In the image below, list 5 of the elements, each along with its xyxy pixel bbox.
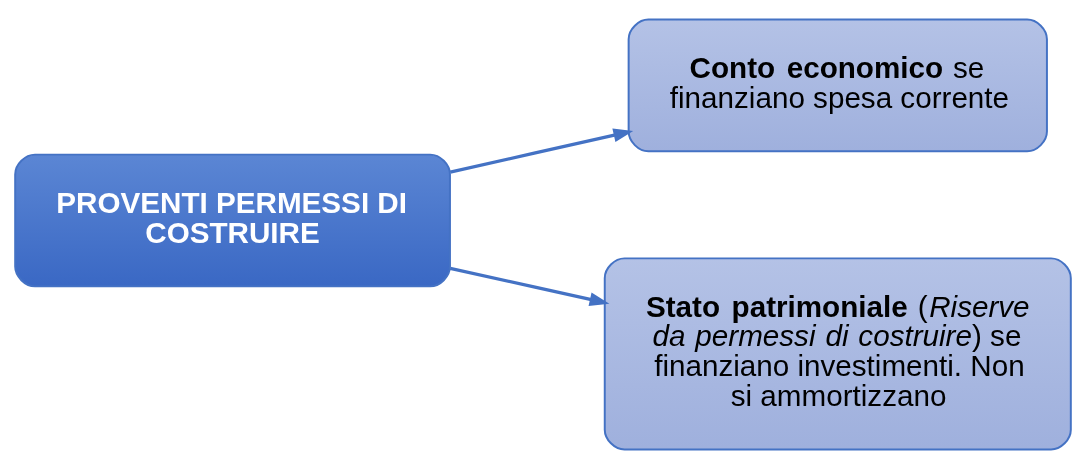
arrow [449,266,610,307]
node-box: Stato patrimoniale (Riserve da permessi di costruire) se finanziano investimenti. Non si ammortizzano [603,257,1072,451]
arrow [449,128,634,174]
node-box: PROVENTI PERMESSI DI COSTRUIRE [14,153,451,288]
node-box: Conto economico se finanziano spesa corrente [627,18,1048,153]
